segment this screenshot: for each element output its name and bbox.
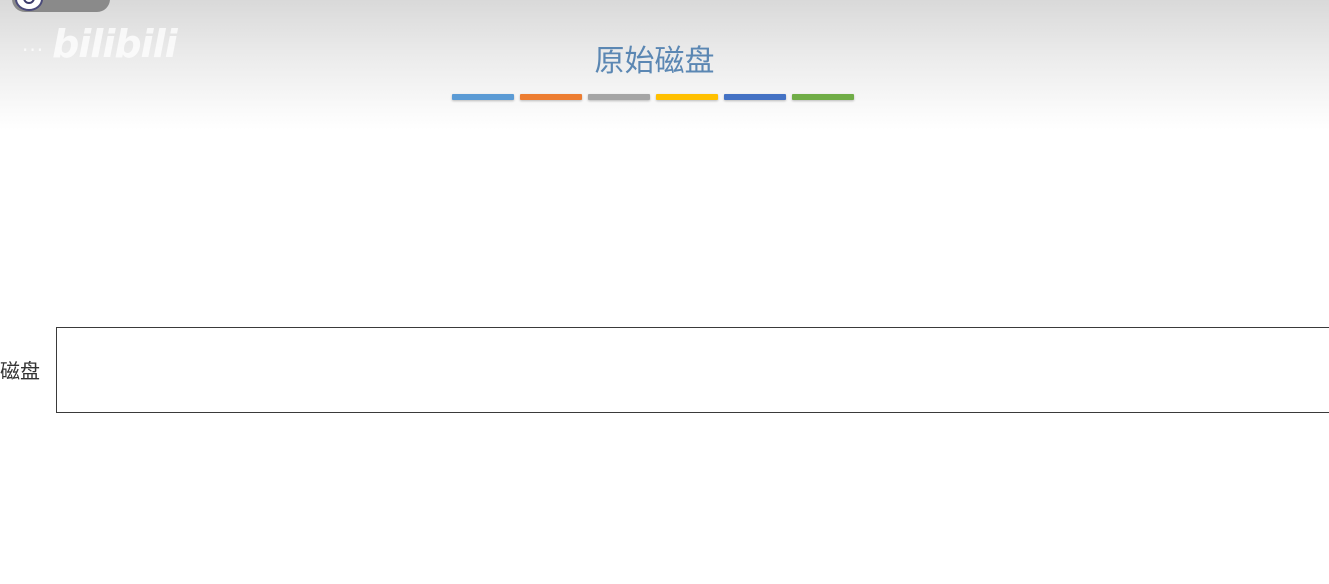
avatar-icon	[15, 0, 43, 11]
bilibili-logo: bilibili	[52, 22, 178, 66]
disk-row-label: 磁盘	[0, 359, 40, 383]
color-bar-gray	[588, 94, 650, 100]
video-watermark: ... bilibili	[22, 22, 178, 66]
page-title: 原始磁盘	[594, 44, 715, 79]
watermark-user: ...	[22, 32, 45, 56]
color-bar-blue	[452, 94, 514, 100]
color-bar-gold	[656, 94, 718, 100]
uploader-avatar-badge[interactable]	[12, 0, 110, 12]
color-bar-green	[792, 94, 854, 100]
title-underline-bars	[452, 94, 854, 100]
color-bar-dark-blue	[724, 94, 786, 100]
color-bar-orange	[520, 94, 582, 100]
header-band	[0, 0, 1329, 130]
disk-bar	[56, 327, 1329, 413]
